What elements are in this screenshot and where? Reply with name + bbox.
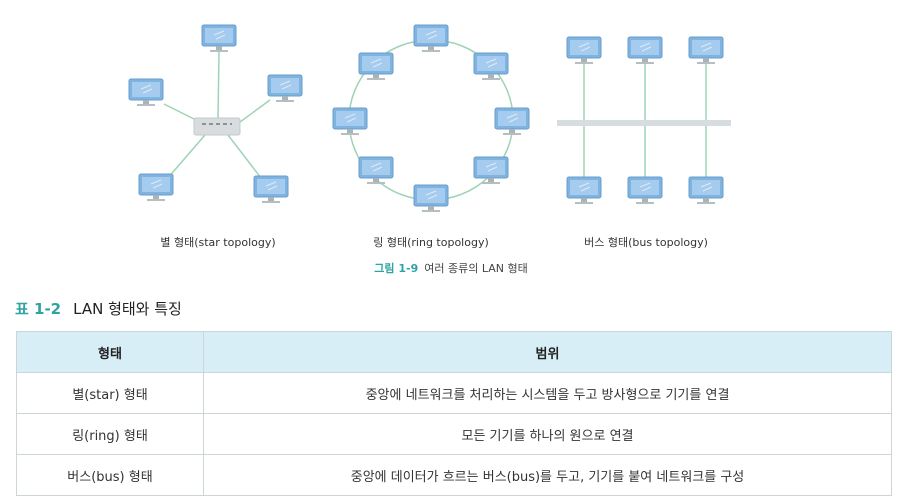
lan-topology-figure — [128, 24, 731, 213]
computer-icon — [267, 74, 303, 103]
table-cell: 링(ring) 형태 — [16, 413, 204, 455]
star-topology-label: 별 형태(star topology) — [160, 236, 276, 249]
computer-icon — [413, 24, 449, 53]
lan-types-table: 형태 범위 별(star) 형태 중앙에 네트워크를 처리하는 시스템을 두고 … — [16, 331, 892, 496]
table-cell: 버스(bus) 형태 — [16, 454, 204, 496]
table-cell: 모든 기기를 하나의 원으로 연결 — [203, 413, 892, 455]
bus-topology — [557, 36, 731, 205]
bus-line — [557, 120, 731, 126]
computer-icon — [473, 52, 509, 81]
bus-topology-label: 버스 형태(bus topology) — [584, 236, 708, 249]
column-header: 범위 — [203, 331, 892, 373]
table-row: 버스(bus) 형태 중앙에 데이터가 흐르는 버스(bus)를 두고, 기기를… — [16, 454, 892, 496]
star-topology — [128, 24, 303, 204]
table-number: 표 1-2 — [15, 300, 62, 318]
column-header: 형태 — [16, 331, 204, 373]
computer-icon — [201, 24, 237, 53]
table-cell: 별(star) 형태 — [16, 372, 204, 414]
ring-topology — [332, 24, 530, 213]
table-row: 별(star) 형태 중앙에 네트워크를 처리하는 시스템을 두고 방사형으로 … — [16, 372, 892, 414]
computer-icon — [688, 36, 724, 65]
table-title-text: LAN 형태와 특징 — [73, 300, 182, 318]
computer-icon — [494, 107, 530, 136]
table-row: 링(ring) 형태 모든 기기를 하나의 원으로 연결 — [16, 413, 892, 455]
ring-topology-label: 링 형태(ring topology) — [373, 236, 489, 249]
table-cell: 중앙에 네트워크를 처리하는 시스템을 두고 방사형으로 기기를 연결 — [203, 372, 892, 414]
computer-icon — [138, 173, 174, 202]
computer-icon — [413, 184, 449, 213]
switch-hub-icon — [193, 117, 241, 136]
computer-icon — [253, 175, 289, 204]
computer-icon — [688, 176, 724, 205]
computer-icon — [566, 36, 602, 65]
table-header-row: 형태 범위 — [16, 331, 892, 373]
table-title: 표 1-2 LAN 형태와 특징 — [15, 298, 182, 319]
figure-caption: 그림 1-9 여러 종류의 LAN 형태 — [374, 260, 527, 276]
computer-icon — [627, 36, 663, 65]
figure-number: 그림 1-9 — [374, 262, 419, 275]
computer-icon — [566, 176, 602, 205]
figure-caption-text: 여러 종류의 LAN 형태 — [424, 262, 528, 275]
computer-icon — [332, 107, 368, 136]
computer-icon — [358, 52, 394, 81]
computer-icon — [627, 176, 663, 205]
computer-icon — [473, 156, 509, 185]
table-cell: 중앙에 데이터가 흐르는 버스(bus)를 두고, 기기를 붙여 네트워크를 구… — [203, 454, 892, 496]
computer-icon — [358, 156, 394, 185]
computer-icon — [128, 78, 164, 107]
